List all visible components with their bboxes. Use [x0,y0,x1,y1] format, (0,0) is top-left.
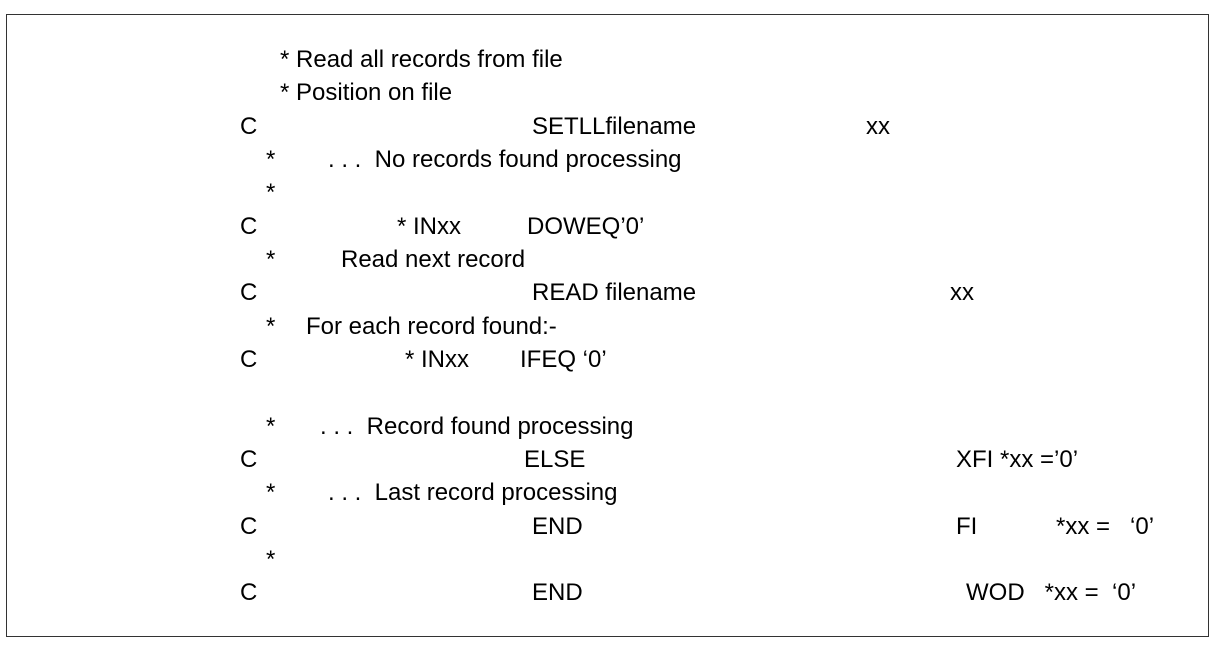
opcode: ELSE [524,446,586,473]
opcode: SETLLfilename [532,113,697,140]
comment-star: * [266,313,276,340]
comment-star: * [266,479,276,506]
comment-star: * [266,146,276,173]
end-comment: XFI *xx =’0’ [956,446,1079,473]
comment-line: * Position on file [280,79,453,106]
end-comment: WOD *xx = ‘0’ [966,579,1137,606]
opcode: READ filename [532,279,697,306]
end-comment-condition: *xx = ‘0’ [1056,513,1155,540]
comment-star: * [266,179,276,206]
indicator: xx [950,279,974,306]
factor1: * INxx [397,213,462,240]
comment-line: * Read all records from file [280,46,563,73]
spec-type: C [240,279,258,306]
spec-type: C [240,513,258,540]
comment-star: * [266,246,276,273]
end-comment: FI [956,513,978,540]
opcode: DOWEQ’0’ [527,213,645,240]
spec-type: C [240,446,258,473]
comment-line: . . . Last record processing [328,479,618,506]
comment-line: Read next record [341,246,526,273]
comment-star: * [266,413,276,440]
spec-type: C [240,113,258,140]
spec-type: C [240,213,258,240]
indicator: xx [866,113,890,140]
code-listing-frame [6,14,1209,637]
comment-line: . . . Record found processing [320,413,634,440]
opcode: END [532,579,583,606]
comment-line: For each record found:- [306,313,557,340]
factor1: * INxx [405,346,470,373]
comment-line: . . . No records found processing [328,146,682,173]
opcode: END [532,513,583,540]
opcode: IFEQ ‘0’ [520,346,607,373]
spec-type: C [240,579,258,606]
spec-type: C [240,346,258,373]
comment-star: * [266,546,276,573]
